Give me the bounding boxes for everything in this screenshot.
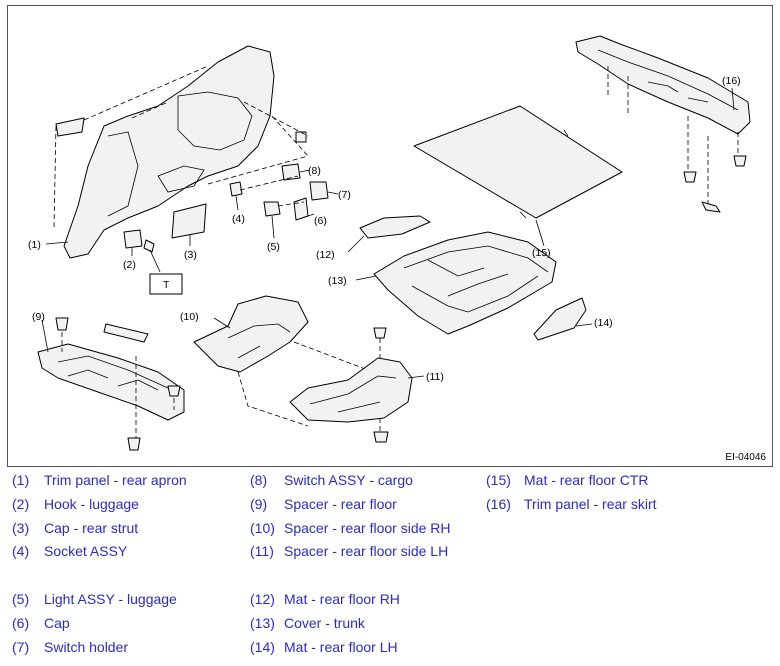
callout-1: (1) <box>28 239 41 251</box>
legend-item: (13) Cover - trunk <box>250 615 365 631</box>
part-14-mat-lh <box>533 297 587 341</box>
parts-legend: (1) Trim panel - rear apron (2) Hook - lugg… <box>0 470 780 666</box>
legend-item: (2) Hook - luggage <box>12 496 139 512</box>
legend-item: (1) Trim panel - rear apron <box>12 472 187 488</box>
part-13-cover-trunk <box>373 231 557 335</box>
legend-text: Trim panel - rear skirt <box>524 496 657 512</box>
legend-item: (4) Socket ASSY <box>12 543 127 559</box>
callout-10: (10) <box>180 311 199 323</box>
figure-id: EI-04046 <box>725 452 766 463</box>
legend-number: (1) <box>12 472 30 488</box>
legend-text: Trim panel - rear apron <box>44 472 187 488</box>
legend-text: Socket ASSY <box>44 543 128 559</box>
callout-6: (6) <box>314 215 327 227</box>
legend-number: (6) <box>12 615 30 631</box>
legend-item: (16) Trim panel - rear skirt <box>486 496 657 512</box>
legend-text: Spacer - rear floor side LH <box>284 543 449 559</box>
legend-number: (14) <box>250 639 275 655</box>
callout-12: (12) <box>316 249 335 261</box>
legend-number: (11) <box>250 543 274 559</box>
legend-number: (3) <box>12 520 30 536</box>
legend-item: (15) Mat - rear floor CTR <box>486 472 648 488</box>
legend-text: Mat - rear floor CTR <box>524 472 649 488</box>
tool-label: T <box>163 279 170 291</box>
part-16-rear-skirt <box>575 35 751 213</box>
callout-11: (11) <box>426 371 444 383</box>
leader-lines <box>41 87 735 379</box>
legend-item: (12) Mat - rear floor RH <box>250 591 400 607</box>
legend-number: (2) <box>12 496 30 512</box>
callout-9: (9) <box>32 311 45 323</box>
legend-number: (8) <box>250 472 268 488</box>
part-2-hook-luggage <box>123 229 161 273</box>
callout-15: (15) <box>532 247 551 259</box>
part-9-spacer-rear-floor <box>37 317 185 451</box>
legend-text: Cover - trunk <box>284 615 365 631</box>
part-15-mat-ctr <box>413 105 623 219</box>
part-11-spacer-side-lh <box>289 327 413 443</box>
callout-labels: (1) (2) (3) (4) (5) (6) (7) (8) (9) (10)… <box>28 75 741 383</box>
legend-number: (10) <box>250 520 275 536</box>
callout-2: (2) <box>123 259 136 271</box>
legend-number: (12) <box>250 591 275 607</box>
legend-number: (16) <box>486 496 511 512</box>
legend-text: Hook - luggage <box>44 496 139 512</box>
part-3-cap-rear-strut <box>171 203 207 239</box>
callout-8: (8) <box>308 165 321 177</box>
legend-item: (7) Switch holder <box>12 639 128 655</box>
callout-7: (7) <box>338 189 351 201</box>
part-10-spacer-side-rh <box>193 295 369 427</box>
legend-item: (11) Spacer - rear floor side LH <box>250 543 448 559</box>
legend-number: (13) <box>250 615 275 631</box>
legend-number: (5) <box>12 591 30 607</box>
legend-number: (4) <box>12 543 30 559</box>
legend-text: Cap <box>44 615 70 631</box>
legend-item: (5) Light ASSY - luggage <box>12 591 177 607</box>
legend-item: (10) Spacer - rear floor side RH <box>250 520 451 536</box>
legend-text: Light ASSY - luggage <box>44 591 177 607</box>
callout-5: (5) <box>267 241 280 253</box>
callout-4: (4) <box>232 213 245 225</box>
legend-text: Mat - rear floor RH <box>284 591 400 607</box>
legend-item: (6) Cap <box>12 615 70 631</box>
callout-14: (14) <box>594 317 613 329</box>
legend-item: (3) Cap - rear strut <box>12 520 138 536</box>
legend-number: (7) <box>12 639 30 655</box>
part-12-mat-rh <box>359 215 431 239</box>
legend-text: Spacer - rear floor side RH <box>284 520 451 536</box>
callout-16: (16) <box>722 75 741 87</box>
exploded-parts-diagram: T (1) (2) (3) (4) (5) (6) (7) (8) (9) (1… <box>7 5 773 467</box>
callout-13: (13) <box>328 275 347 287</box>
legend-text: Switch holder <box>44 639 129 655</box>
legend-item: (14) Mat - rear floor LH <box>250 639 398 655</box>
legend-text: Mat - rear floor LH <box>284 639 398 655</box>
tool-box <box>149 273 183 295</box>
legend-text: Spacer - rear floor <box>284 496 397 512</box>
callout-3: (3) <box>184 249 197 261</box>
legend-item: (8) Switch ASSY - cargo <box>250 472 413 488</box>
legend-text: Cap - rear strut <box>44 520 139 536</box>
legend-text: Switch ASSY - cargo <box>284 472 413 488</box>
legend-number: (9) <box>250 496 268 512</box>
part-1-trim-panel-rear-apron <box>53 45 275 259</box>
legend-number: (15) <box>486 472 511 488</box>
legend-item: (9) Spacer - rear floor <box>250 496 397 512</box>
